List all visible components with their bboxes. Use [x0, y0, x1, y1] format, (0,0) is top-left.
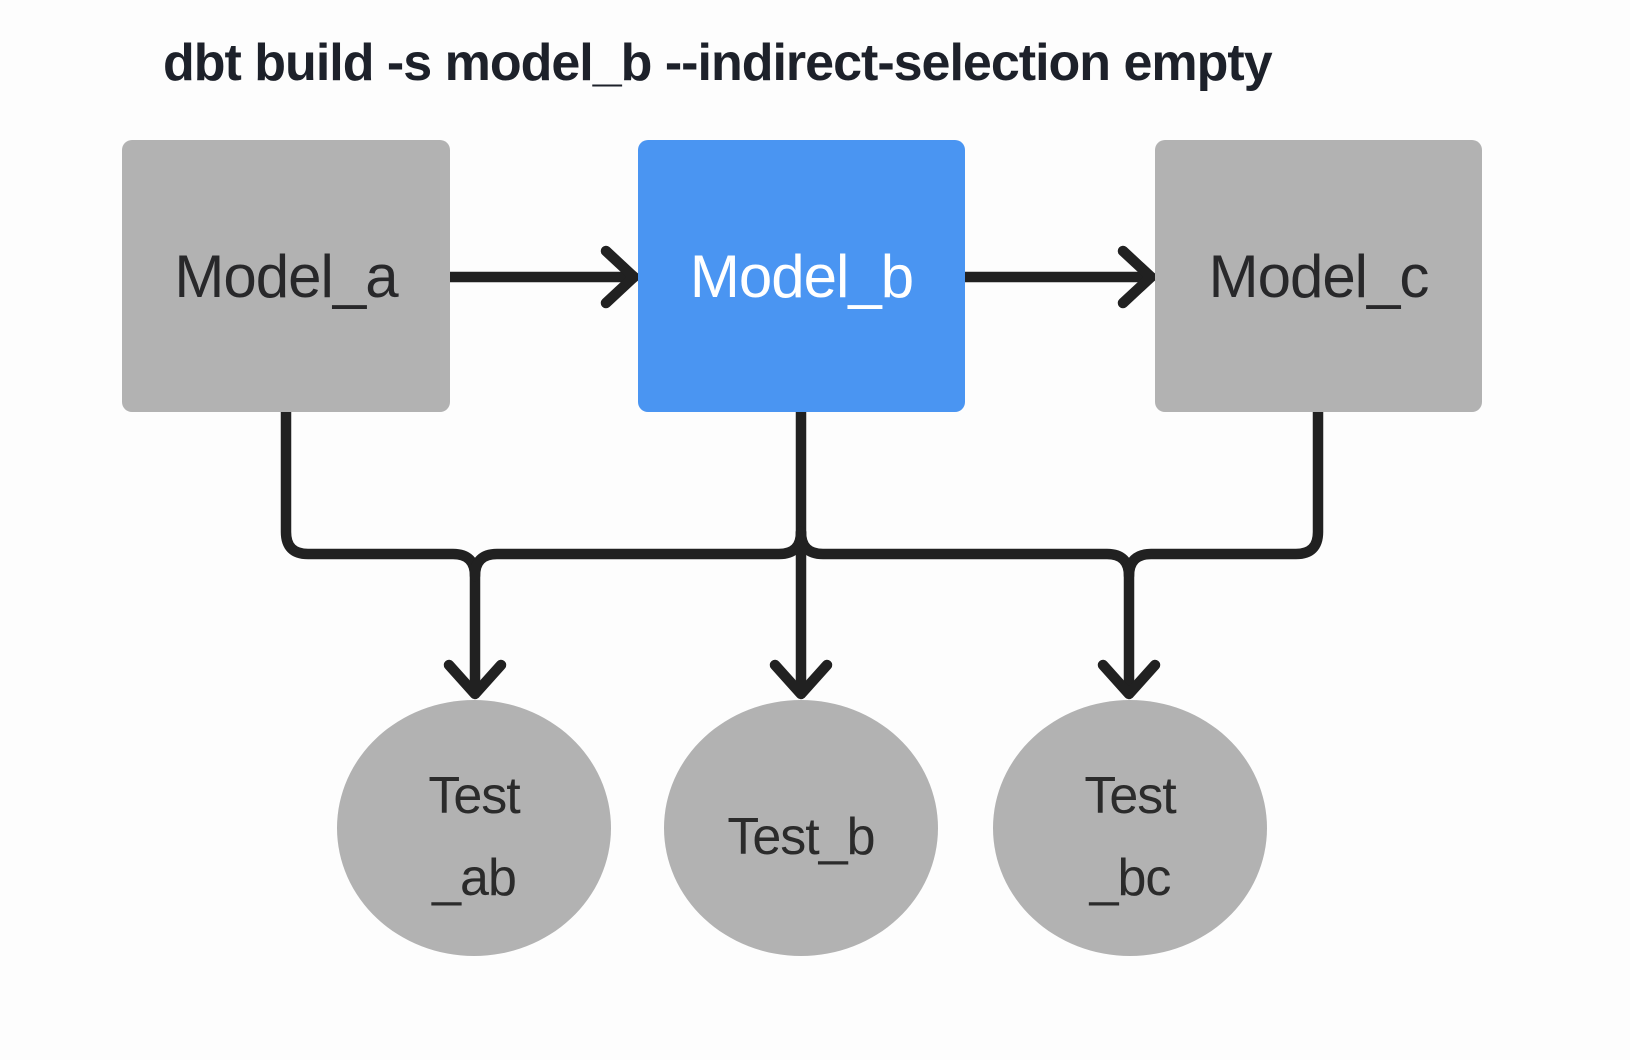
- edge-model-a-to-test-ab: [280, 406, 481, 699]
- arrowhead-test-ab-icon: [443, 659, 507, 700]
- diagram-title: dbt build -s model_b --indirect-selectio…: [163, 34, 1273, 92]
- node-model-a-label: Model_a: [174, 242, 398, 310]
- node-test-bc-line1: Test: [1084, 767, 1176, 825]
- arrowhead-test-bc-icon: [1097, 659, 1161, 700]
- node-test-ab-line1: Test: [428, 767, 520, 825]
- node-test-b-label: Test_b: [727, 796, 875, 878]
- node-test-ab-line2: _ab: [432, 849, 517, 907]
- node-model-c: Model_c: [1155, 140, 1482, 412]
- node-model-b: Model_b: [638, 140, 965, 412]
- node-model-a: Model_a: [122, 140, 450, 412]
- edge-model-b-to-test-bc: [795, 526, 1135, 699]
- node-test-bc: Test _bc: [993, 700, 1267, 956]
- node-test-b-line1: Test_b: [727, 808, 875, 866]
- node-test-bc-line2: _bc: [1089, 849, 1172, 907]
- node-model-b-label: Model_b: [689, 242, 914, 310]
- node-model-c-label: Model_c: [1208, 242, 1430, 310]
- node-test-ab: Test _ab: [337, 700, 611, 956]
- edge-model-b-to-test-ab: [469, 526, 807, 582]
- node-test-ab-label: Test _ab: [428, 755, 520, 919]
- edge-model-c-to-test-bc: [1123, 406, 1324, 582]
- arrowhead-test-b-icon: [769, 659, 833, 700]
- arrowhead-model-b-icon: [600, 245, 640, 309]
- node-test-b: Test_b: [664, 700, 938, 956]
- node-test-bc-label: Test _bc: [1084, 755, 1176, 919]
- arrowhead-model-c-icon: [1117, 245, 1157, 309]
